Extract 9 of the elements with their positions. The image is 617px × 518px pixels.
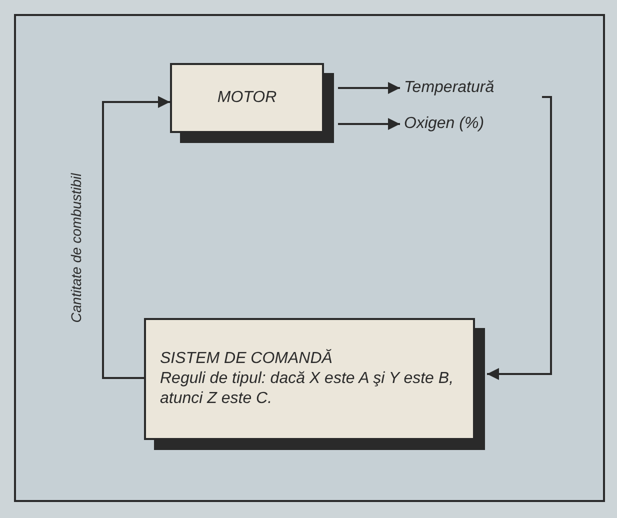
box-title: MOTOR (216, 88, 278, 108)
box-title: SISTEM DE COMANDĂ (160, 349, 334, 369)
output-label: Temperatură (404, 79, 494, 96)
arrow (102, 96, 170, 379)
output-label: Oxigen (%) (404, 115, 484, 132)
arrow (487, 96, 552, 380)
box-text: Reguli de tipul: dacă X este A şi Y este B, atunci Z este C. (160, 369, 455, 409)
arrow (338, 82, 400, 94)
arrow (338, 118, 400, 130)
